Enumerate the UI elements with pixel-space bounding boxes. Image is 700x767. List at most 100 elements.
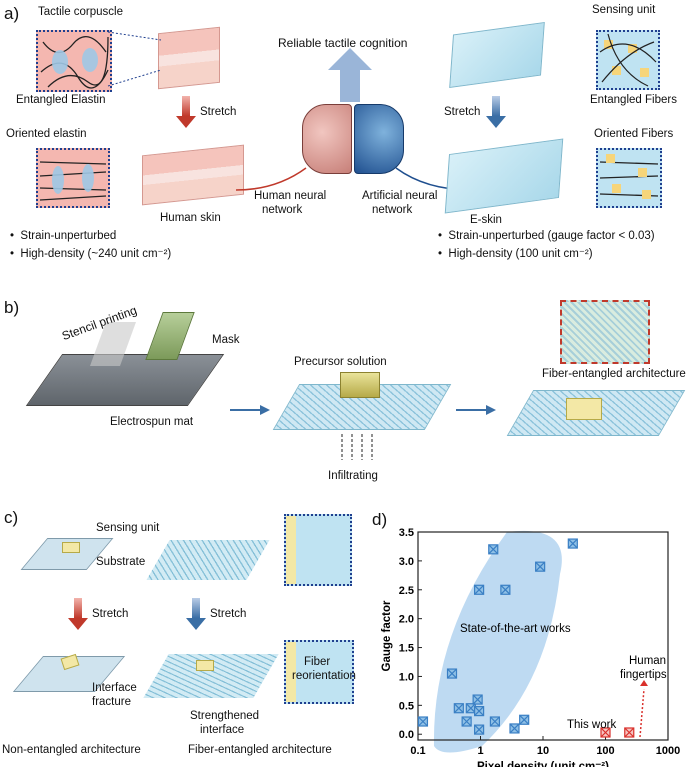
- substrate-label: Substrate: [96, 556, 146, 568]
- data-point-cross: [500, 585, 510, 595]
- state-of-art-region: [433, 530, 562, 753]
- x-axis-label: Pixel density (unit cm⁻²): [477, 761, 609, 767]
- sensing-unit-c-label: Sensing unit: [96, 522, 160, 534]
- human-brain-icon: [302, 104, 352, 174]
- right-bullet-1: • Strain-unperturbed (gauge factor < 0.0…: [438, 230, 655, 242]
- tactile-corpuscle-label: Tactile corpuscle: [38, 6, 124, 18]
- y-tick-label: 2.0: [399, 614, 414, 626]
- fiber-zoom-b: [560, 300, 650, 364]
- infiltrating-arrows: [341, 434, 373, 460]
- eskin-label: E-skin: [470, 214, 502, 226]
- elastin-fibers-graphic: [40, 36, 109, 89]
- sensing-unit-c-bottom: [196, 660, 214, 671]
- precursor-cube: [340, 372, 380, 398]
- x-tick-label: 1: [477, 745, 483, 757]
- data-point-cross: [490, 717, 500, 726]
- human-skin-label: Human skin: [160, 212, 221, 224]
- data-point-cross: [447, 669, 457, 678]
- data-point-cross: [568, 539, 578, 548]
- oriented-elastin-zoom: [36, 148, 110, 208]
- fiber-mat-c-top: [146, 540, 270, 580]
- up-arrow-cognition: [328, 48, 372, 102]
- data-point-cross: [519, 715, 529, 725]
- strengthened-label-2: interface: [200, 724, 245, 736]
- reliable-cognition-label: Reliable tactile cognition: [278, 36, 408, 50]
- entangled-fibers-label: Entangled Fibers: [590, 94, 677, 106]
- data-point-cross: [462, 717, 472, 726]
- human-arrow-head: [640, 680, 648, 686]
- data-point-cross: [418, 717, 428, 726]
- stretch-arrow-c-right: [186, 598, 206, 630]
- x-tick-label: 100: [596, 745, 614, 757]
- x-tick-label: 1000: [656, 745, 680, 757]
- strengthened-label-1: Strengthened: [190, 710, 260, 722]
- skin-block-top: [158, 26, 220, 90]
- electrospun-mat-label: Electrospun mat: [110, 416, 194, 428]
- y-tick-label: 3.0: [399, 556, 414, 568]
- artificial-network-label-2: network: [372, 204, 413, 216]
- stretch-left-label: Stretch: [200, 106, 237, 118]
- fiber-reorientation-label-1: Fiber: [304, 656, 331, 668]
- stretch-arrow-right: [486, 96, 506, 128]
- skin-to-brain-line: [235, 167, 307, 191]
- arrow-b2: [456, 405, 496, 415]
- sensing-square-b3: [566, 398, 602, 420]
- y-tick-label: 0.0: [399, 729, 414, 741]
- right-bullet-2: • High-density (100 unit cm⁻²): [438, 248, 593, 260]
- interface-fracture-label-2: fracture: [92, 696, 131, 708]
- stretch-c-left-label: Stretch: [92, 608, 129, 620]
- data-point-cross: [454, 703, 464, 713]
- infiltrating-label: Infiltrating: [328, 470, 378, 482]
- eskin-top: [449, 21, 545, 89]
- stretch-arrow-left: [176, 96, 196, 128]
- mask-label: Mask: [212, 334, 240, 346]
- left-bullet-2: • High-density (~240 unit cm⁻²): [10, 248, 172, 260]
- x-tick-label: 10: [537, 745, 549, 757]
- right-bullet-2-text: High-density (100 unit cm⁻²): [448, 248, 593, 260]
- electrospun-mat-b1: [25, 354, 225, 406]
- y-tick-label: 1.0: [399, 671, 414, 683]
- skin-block-bottom: [142, 144, 244, 206]
- human-annotation-2: fingertips: [620, 669, 667, 681]
- interface-fracture-label-1: Interface: [92, 682, 137, 694]
- artificial-network-label-1: Artificial neural: [362, 190, 438, 202]
- oriented-fibers-zoom: [596, 148, 662, 208]
- interface-strip-top: [286, 516, 296, 584]
- y-tick-label: 1.5: [399, 643, 414, 655]
- right-bullet-1-text: Strain-unperturbed (gauge factor < 0.03): [448, 230, 655, 242]
- fiber-reorientation-label-2: reorientation: [292, 670, 356, 682]
- entangled-fibers-graphic: [599, 33, 657, 87]
- data-point-cross: [474, 706, 484, 716]
- sensing-unit-top: [62, 542, 80, 553]
- zoom-connector-top: [107, 31, 162, 87]
- human-annotation-1: Human: [629, 655, 666, 667]
- eskin-bottom: [444, 138, 564, 214]
- entangled-fibers-zoom: [596, 30, 660, 90]
- fiber-entangled-c-label: Fiber-entangled architecture: [188, 744, 332, 756]
- data-point-cross: [474, 725, 484, 735]
- left-bullet-1: • Strain-unperturbed: [10, 230, 117, 242]
- y-tick-label: 0.5: [399, 700, 414, 712]
- data-point-cross: [535, 562, 545, 572]
- human-network-label-1: Human neural: [254, 190, 327, 202]
- left-bullet-2-text: High-density (~240 unit cm⁻²): [20, 248, 172, 260]
- precursor-label: Precursor solution: [294, 356, 387, 368]
- left-bullet-1-text: Strain-unperturbed: [20, 230, 117, 242]
- fiber-entangled-b-label: Fiber-entangled architecture: [542, 368, 686, 380]
- panel-b-letter: b): [4, 298, 20, 317]
- x-tick-label: 0.1: [410, 745, 425, 757]
- data-point-cross: [624, 728, 634, 737]
- state-of-art-annotation: State-of-the-art works: [460, 623, 571, 635]
- y-axis-label: Gauge factor: [381, 600, 393, 671]
- stretch-c-right-label: Stretch: [210, 608, 247, 620]
- data-point-cross: [510, 724, 519, 733]
- data-point-cross: [466, 703, 476, 713]
- panel-a-letter: a): [4, 4, 20, 23]
- sensing-unit-label: Sensing unit: [592, 4, 656, 16]
- y-tick-label: 2.5: [399, 585, 414, 597]
- stretch-right-label: Stretch: [444, 106, 481, 118]
- mask-sheet: [145, 312, 195, 360]
- oriented-elastin-graphic: [39, 161, 107, 201]
- artificial-brain-icon: [354, 104, 404, 174]
